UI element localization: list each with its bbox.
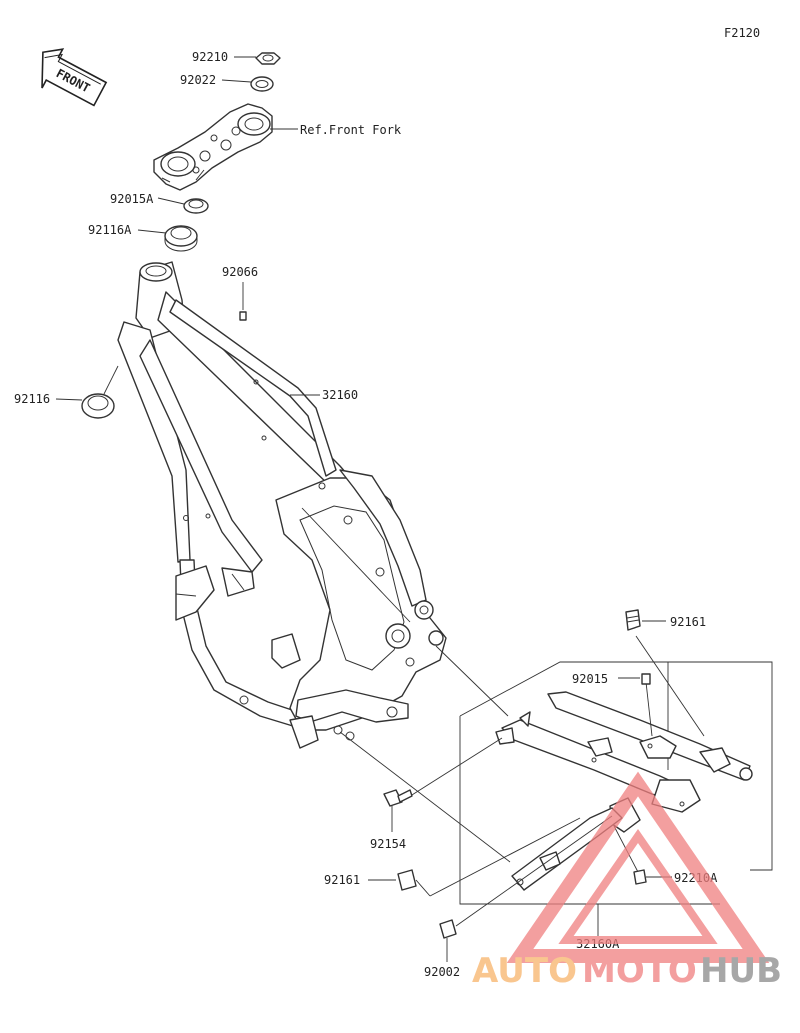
- callout-92002: 92002: [424, 965, 460, 979]
- watermark-moto: MOTO: [582, 951, 697, 991]
- leader-92022: [221, 79, 252, 83]
- upper-bearing: [164, 225, 198, 252]
- callout-92066: 92066: [222, 265, 258, 279]
- guide-line-7: [455, 815, 613, 927]
- callout-92210: 92210: [192, 50, 228, 64]
- leader-92015A: [157, 197, 185, 205]
- subframe-box-outline: [459, 661, 773, 871]
- leader-92116-up: [103, 365, 119, 395]
- figure-code: F2120: [724, 26, 760, 40]
- subframe-box-bottom: [459, 716, 720, 905]
- collar-right: [625, 609, 641, 631]
- guide-line-4: [403, 737, 503, 801]
- callout-92015: 92015: [572, 672, 608, 686]
- callout-92154: 92154: [370, 837, 406, 851]
- leader-92116: [55, 398, 83, 401]
- watermark-auto: AUTO: [472, 951, 577, 991]
- callout-92022: 92022: [180, 73, 216, 87]
- callout-32160: 32160: [322, 388, 358, 402]
- guide-line-2: [339, 731, 511, 863]
- top-nut: [255, 52, 281, 65]
- nut-92210A: [633, 869, 647, 885]
- frame-plug: [239, 311, 247, 321]
- upper-triple-clamp: [153, 103, 273, 191]
- guide-line-3: [301, 507, 411, 623]
- stem-nut: [183, 198, 209, 214]
- guide-line-6: [429, 817, 581, 897]
- guide-line-5: [415, 879, 431, 897]
- callout-92161-right: 92161: [670, 615, 706, 629]
- lower-bearing: [81, 393, 115, 419]
- bolt-92154: [383, 789, 413, 807]
- watermark-hub: HUB: [700, 951, 782, 991]
- watermark-triangle-icon: [506, 771, 770, 963]
- guide-line-1: [435, 645, 509, 717]
- watermark-logo: AUTO MOTO HUB: [472, 771, 782, 991]
- main-frame: [117, 261, 447, 749]
- callout-92161-left: 92161: [324, 873, 360, 887]
- callout-92015A: 92015A: [110, 192, 154, 206]
- collar-left: [397, 869, 417, 891]
- guide-line-9: [645, 681, 653, 737]
- watermark-inner-triangle-icon: [558, 828, 718, 944]
- subframe-nut: [641, 673, 651, 685]
- top-washer: [250, 76, 274, 92]
- callout-92116: 92116: [14, 392, 50, 406]
- bolt-92002: [439, 919, 457, 939]
- leader-92116A: [137, 229, 167, 234]
- ref-front-fork-label: Ref.Front Fork: [300, 123, 402, 137]
- callout-92116A: 92116A: [88, 223, 132, 237]
- guide-line-8: [635, 635, 705, 737]
- front-arrow-icon: FRONT: [41, 48, 108, 107]
